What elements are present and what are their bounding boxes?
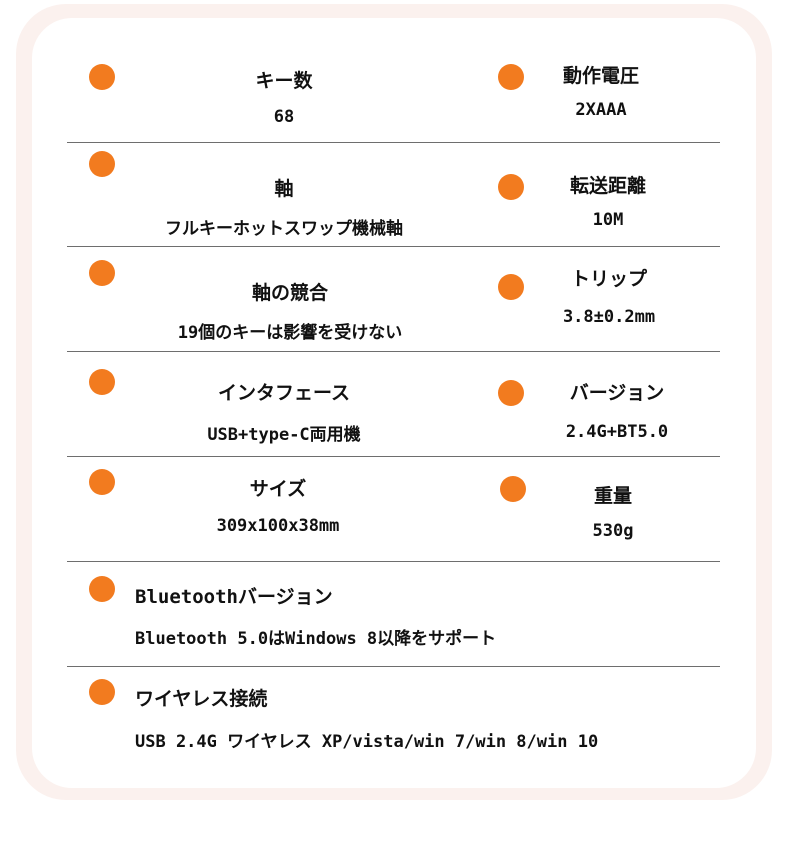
bullet-icon: [89, 151, 115, 177]
bullet-icon: [89, 369, 115, 395]
keys-value: 68: [273, 107, 295, 127]
bullet-icon: [498, 64, 524, 90]
spec-card: [32, 18, 756, 788]
size-label: サイズ: [249, 478, 307, 500]
version-value: 2.4G+BT5.0: [565, 422, 669, 442]
bullet-icon: [89, 576, 115, 602]
version-label: バージョン: [569, 382, 665, 404]
bullet-icon: [498, 274, 524, 300]
spec-row-4: [67, 351, 720, 457]
wireless-value: USB 2.4G ワイヤレス XP/vista/win 7/win 8/win …: [135, 732, 599, 752]
spec-row-5: [67, 456, 720, 562]
bullet-icon: [89, 64, 115, 90]
rollover-label: 軸の競合: [251, 282, 329, 304]
interface-value: USB+type-C両用機: [207, 425, 361, 445]
bluetooth-label: Bluetoothバージョン: [135, 586, 333, 608]
bluetooth-value: Bluetooth 5.0はWindows 8以降をサポート: [135, 629, 497, 649]
rollover-value: 19個のキーは影響を受けない: [177, 323, 403, 343]
distance-label: 転送距離: [569, 175, 647, 197]
trip-label: トリップ: [570, 268, 648, 290]
switch-label: 軸: [274, 178, 294, 200]
bullet-icon: [500, 476, 526, 502]
bullet-icon: [89, 469, 115, 495]
keys-label: キー数: [255, 70, 313, 92]
bullet-icon: [89, 260, 115, 286]
spec-row-6: [67, 561, 720, 667]
bullet-icon: [498, 174, 524, 200]
voltage-value: 2XAAA: [575, 100, 627, 120]
switch-value: フルキーホットスワップ機械軸: [165, 219, 403, 239]
spec-row-2: [67, 142, 720, 247]
spec-row-1: [67, 52, 720, 143]
trip-value: 3.8±0.2mm: [562, 307, 656, 327]
wireless-label: ワイヤレス接続: [135, 688, 268, 710]
weight-value: 530g: [592, 521, 634, 541]
spec-row-3: [67, 246, 720, 352]
weight-label: 重量: [593, 485, 633, 507]
bullet-icon: [498, 380, 524, 406]
spec-card-frame: [16, 4, 772, 800]
size-value: 309x100x38mm: [216, 516, 340, 536]
interface-label: インタフェース: [217, 382, 351, 404]
bullet-icon: [89, 679, 115, 705]
voltage-label: 動作電圧: [562, 65, 640, 87]
distance-value: 10M: [592, 210, 624, 230]
